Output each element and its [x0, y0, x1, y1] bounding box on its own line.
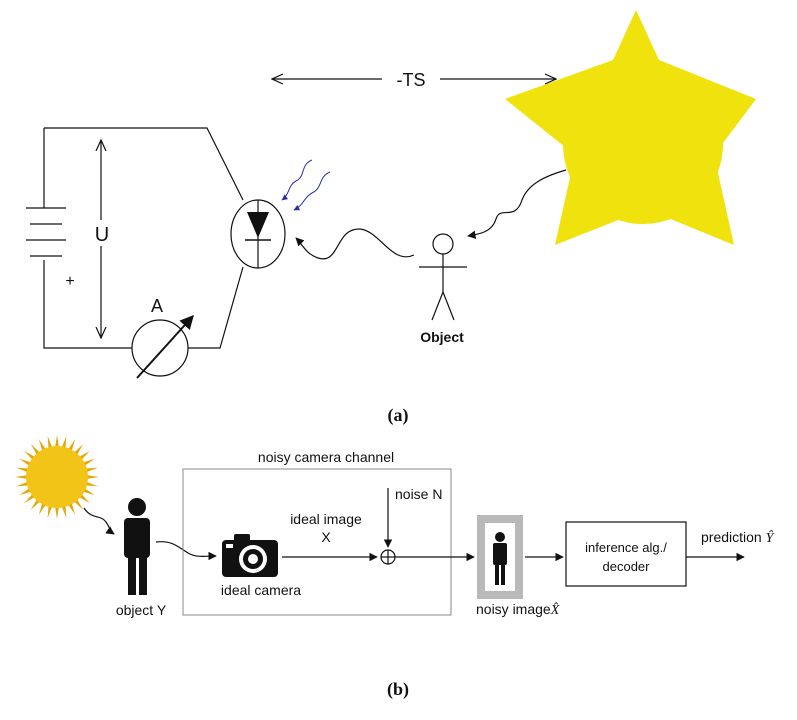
sun-ray [47, 504, 53, 518]
object-figure-icon [419, 233, 467, 321]
ammeter-icon [131, 319, 189, 377]
sun-ray [61, 436, 67, 450]
sun-ray [82, 487, 95, 496]
sun-ray [47, 436, 53, 450]
sun-ray [85, 474, 99, 480]
sun-ray [54, 505, 60, 519]
reflected-light-wave [295, 228, 415, 260]
sun-ray [61, 504, 67, 518]
sun-ray [19, 458, 32, 467]
sun-ray [16, 467, 30, 473]
decoder-box [565, 521, 687, 587]
noisy-image-label: noisy imageX̂ [476, 601, 560, 618]
circuit-wire [44, 127, 244, 201]
camera-label: ideal camera [221, 582, 301, 598]
circuit-wire [43, 260, 132, 349]
sun-ray [82, 458, 95, 467]
circuit-wire [188, 266, 244, 349]
noise-label: noise N [395, 486, 442, 502]
sun-ray [15, 474, 29, 480]
sun-ray [19, 487, 32, 496]
object-person-icon [124, 498, 150, 595]
small-sun-disc [26, 446, 88, 508]
sun-ray [38, 502, 47, 515]
object-y-label: object Y [116, 602, 167, 618]
sunlight-wave-b [83, 507, 115, 535]
ammeter-needle [136, 314, 194, 379]
object-label: Object [420, 329, 464, 345]
light-ray-icon [281, 159, 313, 201]
plus-label: + [65, 273, 74, 290]
decoder-label-line2: decoder [603, 559, 651, 574]
big-sun-disc [563, 64, 723, 224]
sunlight-wave [467, 169, 567, 239]
caption-b: (b) [387, 679, 409, 700]
photodiode-icon [230, 199, 286, 269]
caption-a: (a) [388, 405, 409, 426]
ideal-image-label: ideal image [290, 511, 362, 527]
small-sun-icon [15, 435, 99, 519]
battery-icon [26, 207, 66, 257]
noisy-person-icon [493, 532, 507, 585]
voltage-label: U [95, 224, 109, 246]
sun-ray [67, 502, 76, 515]
sun-ray [84, 481, 98, 487]
panel-b: object Y noisy camera channel ideal came… [15, 435, 776, 700]
adder-icon [380, 549, 396, 565]
sun-ray [84, 467, 98, 473]
panel-a: -TS + U A [26, 10, 756, 426]
channel-label: noisy camera channel [258, 449, 394, 465]
prediction-label: prediction Ŷ [701, 529, 776, 546]
noisy-camera-channel-box [182, 468, 452, 616]
ammeter-label: A [151, 296, 163, 316]
distance-label: -TS [397, 70, 426, 90]
sun-ray [38, 439, 47, 452]
sun-ray [67, 439, 76, 452]
sun-ray [54, 435, 60, 449]
sun-ray [16, 481, 30, 487]
decoder-label-line1: inference alg./ [585, 540, 667, 555]
person-to-camera-wave [155, 541, 217, 561]
ideal-image-symbol: X [321, 529, 331, 545]
light-ray-icon [293, 171, 331, 211]
camera-icon [222, 534, 278, 577]
